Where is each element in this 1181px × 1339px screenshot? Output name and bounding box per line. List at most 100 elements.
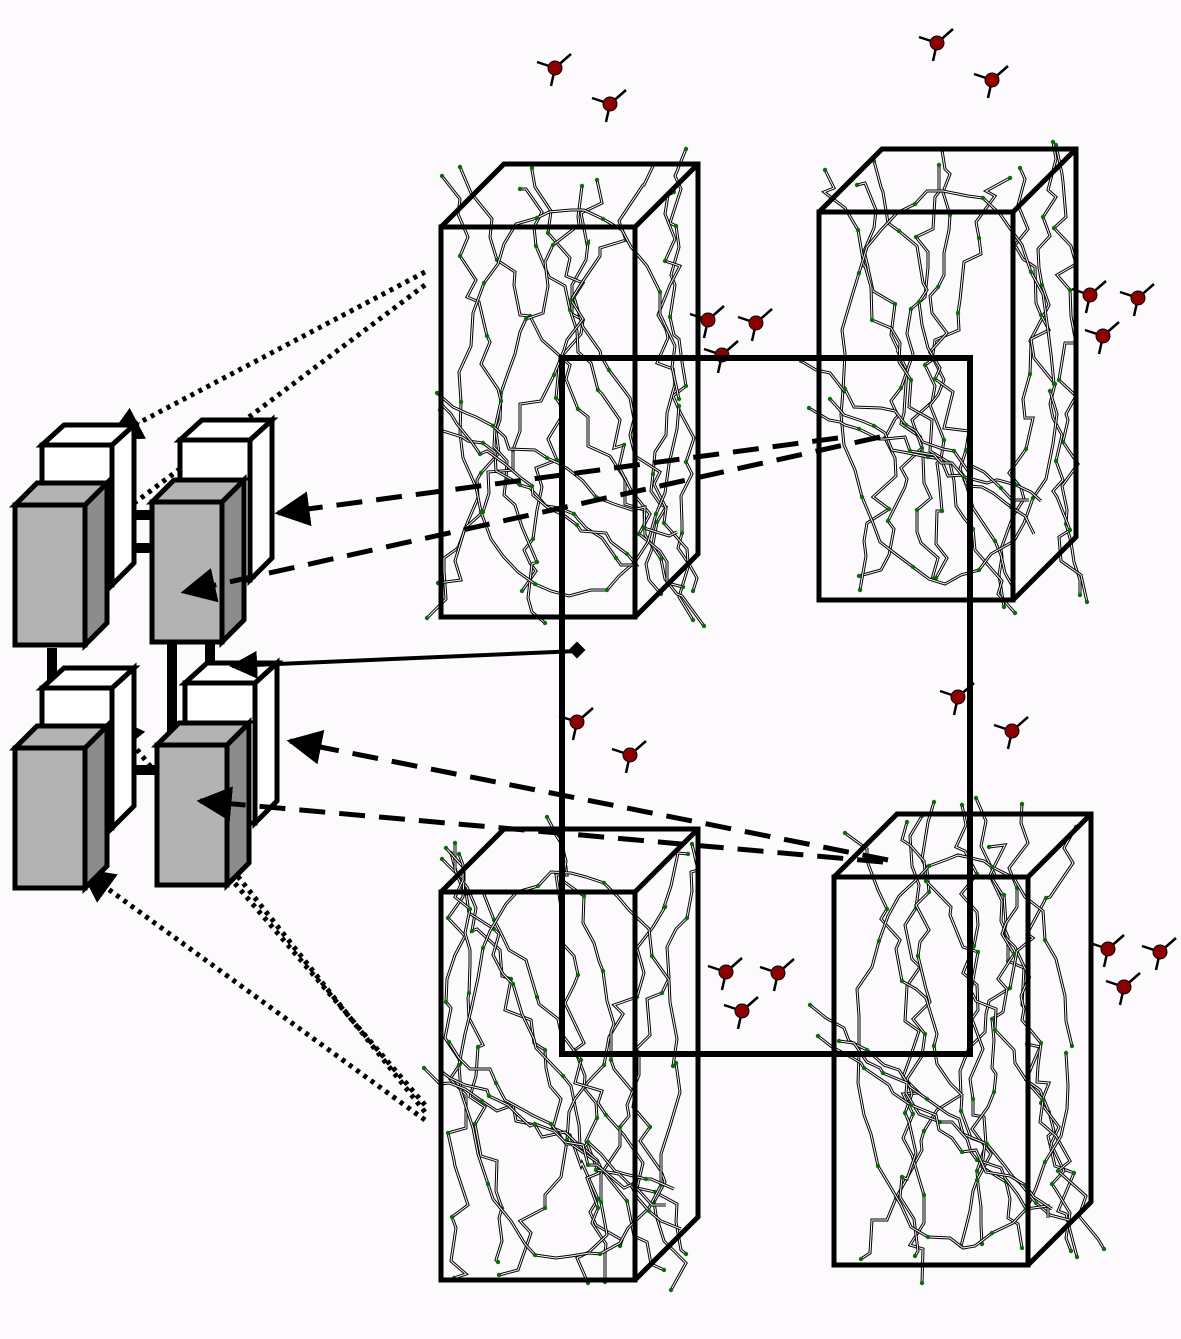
central-region-outline bbox=[559, 355, 973, 1057]
domain-box-front bbox=[831, 874, 1031, 1268]
projection-line bbox=[79, 867, 427, 1123]
processor-back-side bbox=[252, 657, 280, 830]
polymer-bead bbox=[1074, 1254, 1080, 1260]
polymer-bead bbox=[936, 162, 942, 168]
polymer-bead bbox=[439, 856, 445, 862]
polymer-bead bbox=[1001, 604, 1007, 610]
polymer-bead bbox=[955, 310, 961, 316]
polymer-bead bbox=[932, 376, 938, 382]
water-molecule-icon bbox=[1105, 972, 1141, 1006]
polymer-bead bbox=[926, 889, 932, 895]
polymer-bead bbox=[467, 906, 473, 912]
domain-box-front bbox=[438, 224, 638, 620]
polymer-bead bbox=[913, 234, 919, 240]
polymer-chain-highlight bbox=[441, 404, 639, 568]
processor-front-side bbox=[219, 473, 247, 649]
projection-line bbox=[106, 269, 427, 441]
polymer-bead bbox=[925, 1234, 931, 1240]
polymer-bead bbox=[876, 938, 882, 944]
domain-box-edge bbox=[1026, 812, 1093, 879]
polymer-bead bbox=[1063, 1050, 1069, 1056]
polymer-bead bbox=[530, 536, 536, 542]
polymer-bead bbox=[822, 167, 828, 173]
communication-arrow bbox=[196, 786, 884, 865]
polymer-bead bbox=[643, 1176, 649, 1182]
polymer-bead bbox=[510, 981, 516, 987]
polymer-bead bbox=[970, 1096, 976, 1102]
polymer-bead bbox=[912, 201, 918, 207]
polymer-bead bbox=[548, 1121, 554, 1127]
molecule-atom bbox=[602, 96, 618, 112]
polymer-bead bbox=[842, 830, 848, 836]
polymer-bead bbox=[989, 864, 995, 870]
polymer-bead bbox=[690, 617, 696, 623]
polymer-bead bbox=[595, 1205, 601, 1211]
polymer-bead bbox=[992, 1027, 998, 1033]
polymer-bead bbox=[472, 1121, 478, 1127]
polymer-chain-highlight bbox=[439, 410, 635, 566]
central-arrow bbox=[229, 641, 586, 679]
polymer-bead bbox=[1012, 610, 1018, 616]
polymer-bead bbox=[661, 520, 667, 526]
polymer-bead bbox=[1040, 214, 1046, 220]
polymer-bead bbox=[653, 511, 659, 517]
domain-boxes bbox=[421, 28, 1177, 1293]
polymer-bead bbox=[1040, 1097, 1046, 1103]
water-molecule-icon bbox=[536, 53, 572, 87]
polymer-bead bbox=[1017, 165, 1023, 171]
polymer-bead bbox=[553, 395, 559, 401]
polymer-bead bbox=[484, 333, 490, 339]
polymer-bead bbox=[899, 978, 905, 984]
polymer-bead bbox=[443, 999, 449, 1005]
domain-box-edge bbox=[633, 827, 700, 894]
polymer-bead bbox=[445, 915, 451, 921]
polymer-bead bbox=[959, 802, 965, 808]
molecule-atom bbox=[569, 714, 585, 730]
polymer-chain-icon bbox=[807, 795, 1107, 1286]
polymer-bead bbox=[446, 1039, 452, 1045]
polymer-bead bbox=[571, 511, 577, 517]
polymer-chain-highlight bbox=[859, 165, 940, 591]
molecule-atom bbox=[718, 964, 734, 980]
polymer-bead bbox=[551, 372, 557, 378]
domain-box-frame bbox=[438, 826, 701, 1283]
polymer-bead bbox=[658, 556, 664, 562]
polymer-bead bbox=[976, 235, 982, 241]
polymer-bead bbox=[579, 183, 585, 189]
molecule-atom bbox=[622, 747, 638, 763]
polymer-bead bbox=[933, 575, 939, 581]
polymer-chain bbox=[458, 166, 706, 627]
polymer-bead bbox=[544, 814, 550, 820]
polymer-bead bbox=[855, 227, 861, 233]
molecule-atom bbox=[547, 60, 563, 76]
processor-front-face bbox=[154, 742, 230, 888]
processor-back-side bbox=[109, 419, 137, 592]
polymer-bead bbox=[601, 1062, 607, 1068]
polymer-bead bbox=[973, 795, 979, 801]
polymer-bead bbox=[485, 1181, 491, 1187]
processor-back-top bbox=[35, 422, 141, 448]
polymer-bead bbox=[624, 1198, 630, 1204]
polymer-bead bbox=[624, 551, 630, 557]
polymer-bead bbox=[976, 567, 982, 573]
communication-arrow bbox=[274, 435, 839, 527]
polymer-bead bbox=[1068, 1248, 1074, 1254]
polymer-bead bbox=[517, 482, 523, 488]
polymer-bead bbox=[575, 406, 581, 412]
polymer-bead bbox=[858, 1256, 864, 1262]
water-molecule-icon bbox=[1089, 934, 1125, 968]
projection-line bbox=[109, 715, 427, 1114]
polymer-bead bbox=[991, 1089, 997, 1095]
polymer-bead bbox=[1069, 1043, 1075, 1049]
polymer-bead bbox=[903, 422, 909, 428]
polymer-bead bbox=[529, 165, 535, 171]
domain-box-back-edges bbox=[832, 811, 1094, 1267]
polymer-bead bbox=[585, 1162, 591, 1168]
polymer-bead bbox=[480, 945, 486, 951]
polymer-bead bbox=[908, 306, 914, 312]
polymer-bead bbox=[1101, 1246, 1107, 1252]
polymer-bead bbox=[657, 289, 663, 295]
domain-box-frame bbox=[438, 161, 701, 620]
polymer-chain bbox=[858, 165, 941, 591]
polymer-bead bbox=[542, 1047, 548, 1053]
